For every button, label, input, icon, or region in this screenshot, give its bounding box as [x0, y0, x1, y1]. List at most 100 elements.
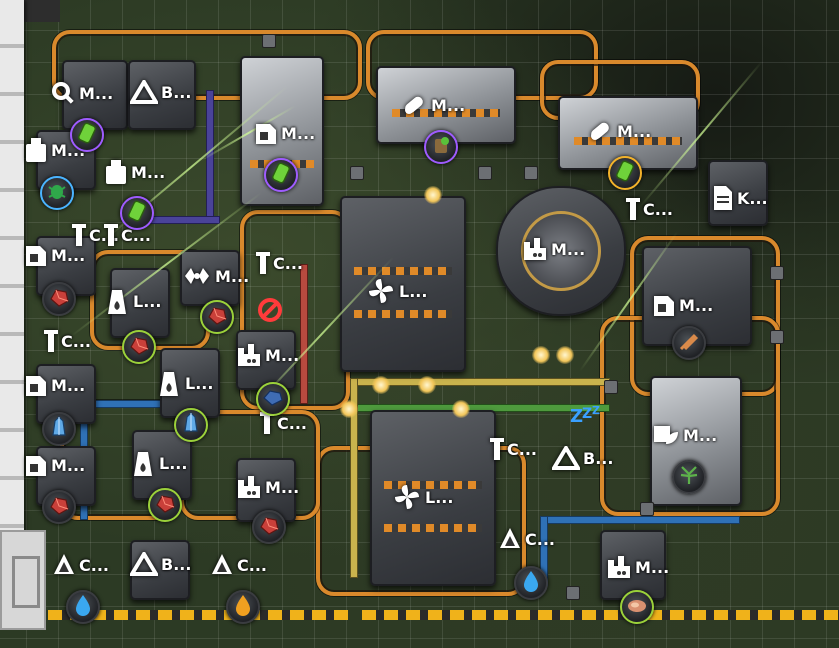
green-circuit-icon	[125, 199, 149, 227]
item-badge	[42, 282, 76, 316]
inserter[interactable]	[770, 266, 784, 280]
stone-wall[interactable]	[0, 0, 24, 540]
machine-recipe-label: B...	[552, 446, 613, 470]
foundry-icon	[236, 474, 262, 500]
water-drop-icon	[72, 593, 94, 621]
inserter-icon	[256, 250, 270, 276]
machine-recipe-label: C...	[52, 552, 109, 578]
item-badge	[226, 590, 260, 624]
machine-recipe-label: L...	[366, 276, 427, 306]
inserter[interactable]	[770, 330, 784, 344]
recycler-triangle-icon	[130, 552, 158, 576]
machine-recipe-label: M...	[50, 80, 113, 106]
inserter[interactable]	[350, 166, 364, 180]
refinery-bottle-icon	[104, 158, 128, 186]
recycler[interactable]	[130, 540, 190, 600]
machine-label-text: C...	[237, 555, 267, 575]
item-badge	[42, 412, 76, 446]
machine-label-text: C...	[121, 225, 151, 245]
fluid-pipe[interactable]	[300, 264, 308, 404]
machine-recipe-label: M...	[652, 292, 713, 318]
light-glow	[372, 376, 390, 394]
machine-recipe-label: M...	[586, 118, 651, 144]
light-glow	[452, 400, 470, 418]
item-badge	[256, 382, 290, 416]
item-badge	[70, 118, 104, 152]
machine-label-text: C...	[507, 439, 537, 459]
document-icon	[712, 184, 734, 212]
item-badge	[122, 330, 156, 364]
item-badge	[252, 510, 286, 544]
inserter[interactable]	[524, 166, 538, 180]
item-badge	[42, 490, 76, 524]
recycler-triangle-icon	[552, 446, 580, 470]
biolab[interactable]	[370, 410, 496, 586]
light-glow	[556, 346, 574, 364]
item-badge	[672, 460, 706, 494]
machine-label-text: B...	[583, 448, 614, 468]
foundry-icon	[606, 554, 632, 580]
machine-recipe-label: M...	[182, 262, 249, 290]
machine-label-text: M...	[51, 245, 86, 265]
chemical-plant-icon	[586, 118, 614, 144]
machine-recipe-label: M...	[652, 422, 717, 448]
gate-block[interactable]	[0, 530, 46, 630]
idle-zzz-icon: Z Z Z	[570, 404, 600, 426]
furnace-icon	[104, 286, 130, 316]
bug-icon	[45, 179, 69, 207]
hazard-concrete	[48, 610, 348, 620]
machine-label-text: M...	[683, 425, 718, 445]
red-ore-icon	[205, 303, 229, 331]
inserter[interactable]	[478, 166, 492, 180]
machine-label-text: C...	[277, 413, 307, 433]
light-glow	[340, 400, 358, 418]
fluid-pipe[interactable]	[540, 516, 740, 524]
greenhouse-icon	[652, 422, 680, 448]
furnace-icon	[156, 368, 182, 398]
assembler-icon	[652, 292, 676, 318]
item-badge	[514, 566, 548, 600]
assembler-machine[interactable]	[128, 60, 196, 130]
machine-label-text: L...	[425, 487, 454, 507]
machine-recipe-label: C...	[498, 526, 555, 552]
inserter-icon	[104, 222, 118, 248]
machine-label-text: C...	[79, 555, 109, 575]
light-glow	[418, 376, 436, 394]
machine-label-text: L...	[159, 453, 188, 473]
water-drop-icon	[520, 569, 542, 597]
red-ore-icon	[127, 333, 151, 361]
barrel-icon	[429, 133, 453, 161]
machine-recipe-label: M...	[104, 158, 165, 186]
cryogenic-plant[interactable]	[496, 186, 626, 316]
fluid-pipe[interactable]	[350, 378, 358, 578]
machine-label-text: B...	[161, 82, 192, 102]
accumulator[interactable]	[708, 160, 768, 226]
machine-label-text: M...	[431, 95, 466, 115]
lab-fan-icon	[392, 482, 422, 512]
biolab[interactable]	[340, 196, 466, 372]
assembler-icon	[24, 242, 48, 268]
sword-icon	[677, 329, 701, 357]
machine-recipe-label: C...	[256, 250, 303, 276]
assembler-icon	[24, 372, 48, 398]
inserter[interactable]	[566, 586, 580, 600]
inserter-icon	[626, 196, 640, 222]
machine-recipe-label: M...	[236, 342, 299, 368]
machine-label-text: L...	[399, 281, 428, 301]
machine-recipe-label: L...	[130, 448, 187, 478]
machine-recipe-label: M...	[236, 474, 299, 500]
machine-recipe-label: M...	[254, 120, 315, 146]
machine-label-text: C...	[525, 529, 555, 549]
assembler-machine[interactable]	[62, 60, 128, 130]
machine-label-text: B...	[161, 554, 192, 574]
light-glow	[532, 346, 550, 364]
inserter[interactable]	[262, 34, 276, 48]
fluid-pipe[interactable]	[150, 216, 220, 224]
inserter[interactable]	[604, 380, 618, 394]
red-ore-icon	[47, 493, 71, 521]
machine-label-text: M...	[679, 295, 714, 315]
machine-label-text: K...	[737, 188, 768, 208]
inserter[interactable]	[640, 502, 654, 516]
machine-label-text: M...	[635, 557, 670, 577]
